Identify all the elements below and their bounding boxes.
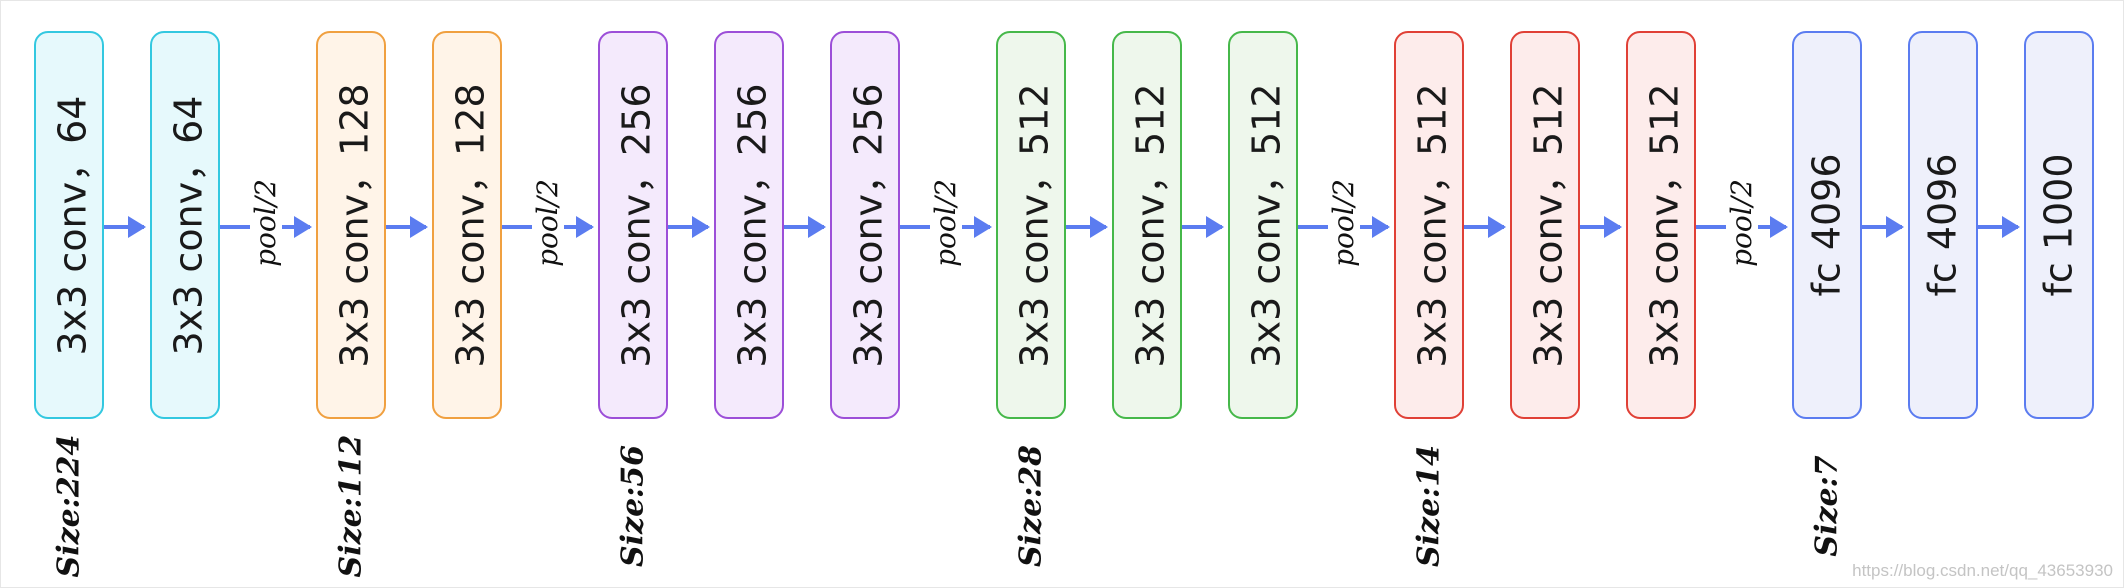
size-label: Size:7 xyxy=(1809,455,1845,557)
conv-block-9: 3x3 conv，512 xyxy=(1112,31,1182,419)
arrow xyxy=(668,216,710,238)
arrow xyxy=(386,216,428,238)
fc-block-label: fc 4096 xyxy=(1921,153,1965,297)
conv-block-label: 3x3 conv，256 xyxy=(846,82,891,368)
conv-block-label: 3x3 conv，256 xyxy=(730,82,775,368)
pool-label: pool/2 xyxy=(1327,177,1360,269)
fc-block-1: fc 4096 xyxy=(1792,31,1862,419)
conv-block-10: 3x3 conv，512 xyxy=(1228,31,1298,419)
arrow xyxy=(104,216,146,238)
arrow xyxy=(1066,216,1108,238)
pool-label: pool/2 xyxy=(1725,177,1758,269)
pool-label: pool/2 xyxy=(249,177,282,269)
conv-block-label: 3x3 conv，512 xyxy=(1410,82,1455,368)
fc-block-2: fc 4096 xyxy=(1908,31,1978,419)
arrow xyxy=(1978,216,2020,238)
size-label: Size:56 xyxy=(615,444,651,568)
conv-block-label: 3x3 conv，64 xyxy=(166,95,211,355)
conv-block-11: 3x3 conv，512 xyxy=(1394,31,1464,419)
conv-block-label: 3x3 conv，64 xyxy=(50,95,95,355)
size-label: Size:14 xyxy=(1411,444,1447,568)
conv-block-6: 3x3 conv，256 xyxy=(714,31,784,419)
arrow xyxy=(1862,216,1904,238)
conv-block-label: 3x3 conv，512 xyxy=(1244,82,1289,368)
arrow xyxy=(1464,216,1506,238)
conv-block-label: 3x3 conv，512 xyxy=(1128,82,1173,368)
pool-label: pool/2 xyxy=(531,177,564,269)
conv-block-label: 3x3 conv，128 xyxy=(332,82,377,368)
arrow xyxy=(1182,216,1224,238)
conv-block-3: 3x3 conv，128 xyxy=(316,31,386,419)
conv-block-7: 3x3 conv，256 xyxy=(830,31,900,419)
conv-block-label: 3x3 conv，512 xyxy=(1526,82,1571,368)
conv-block-label: 3x3 conv，512 xyxy=(1012,82,1057,368)
conv-block-13: 3x3 conv，512 xyxy=(1626,31,1696,419)
size-label: Size:28 xyxy=(1013,444,1049,568)
arrow xyxy=(784,216,826,238)
fc-block-label: fc 4096 xyxy=(1805,153,1849,297)
conv-block-8: 3x3 conv，512 xyxy=(996,31,1066,419)
pool-label: pool/2 xyxy=(929,177,962,269)
conv-block-12: 3x3 conv，512 xyxy=(1510,31,1580,419)
conv-block-2: 3x3 conv，64 xyxy=(150,31,220,419)
conv-block-5: 3x3 conv，256 xyxy=(598,31,668,419)
fc-block-3: fc 1000 xyxy=(2024,31,2094,419)
arrow xyxy=(1580,216,1622,238)
conv-block-label: 3x3 conv，128 xyxy=(448,82,493,368)
size-label: Size:224 xyxy=(51,434,87,578)
conv-block-4: 3x3 conv，128 xyxy=(432,31,502,419)
conv-block-label: 3x3 conv，256 xyxy=(614,82,659,368)
watermark: https://blog.csdn.net/qq_43653930 xyxy=(1852,561,2113,580)
size-label: Size:112 xyxy=(333,434,369,578)
conv-block-label: 3x3 conv，512 xyxy=(1642,82,1687,368)
conv-block-1: 3x3 conv，64 xyxy=(34,31,104,419)
fc-block-label: fc 1000 xyxy=(2037,153,2081,297)
